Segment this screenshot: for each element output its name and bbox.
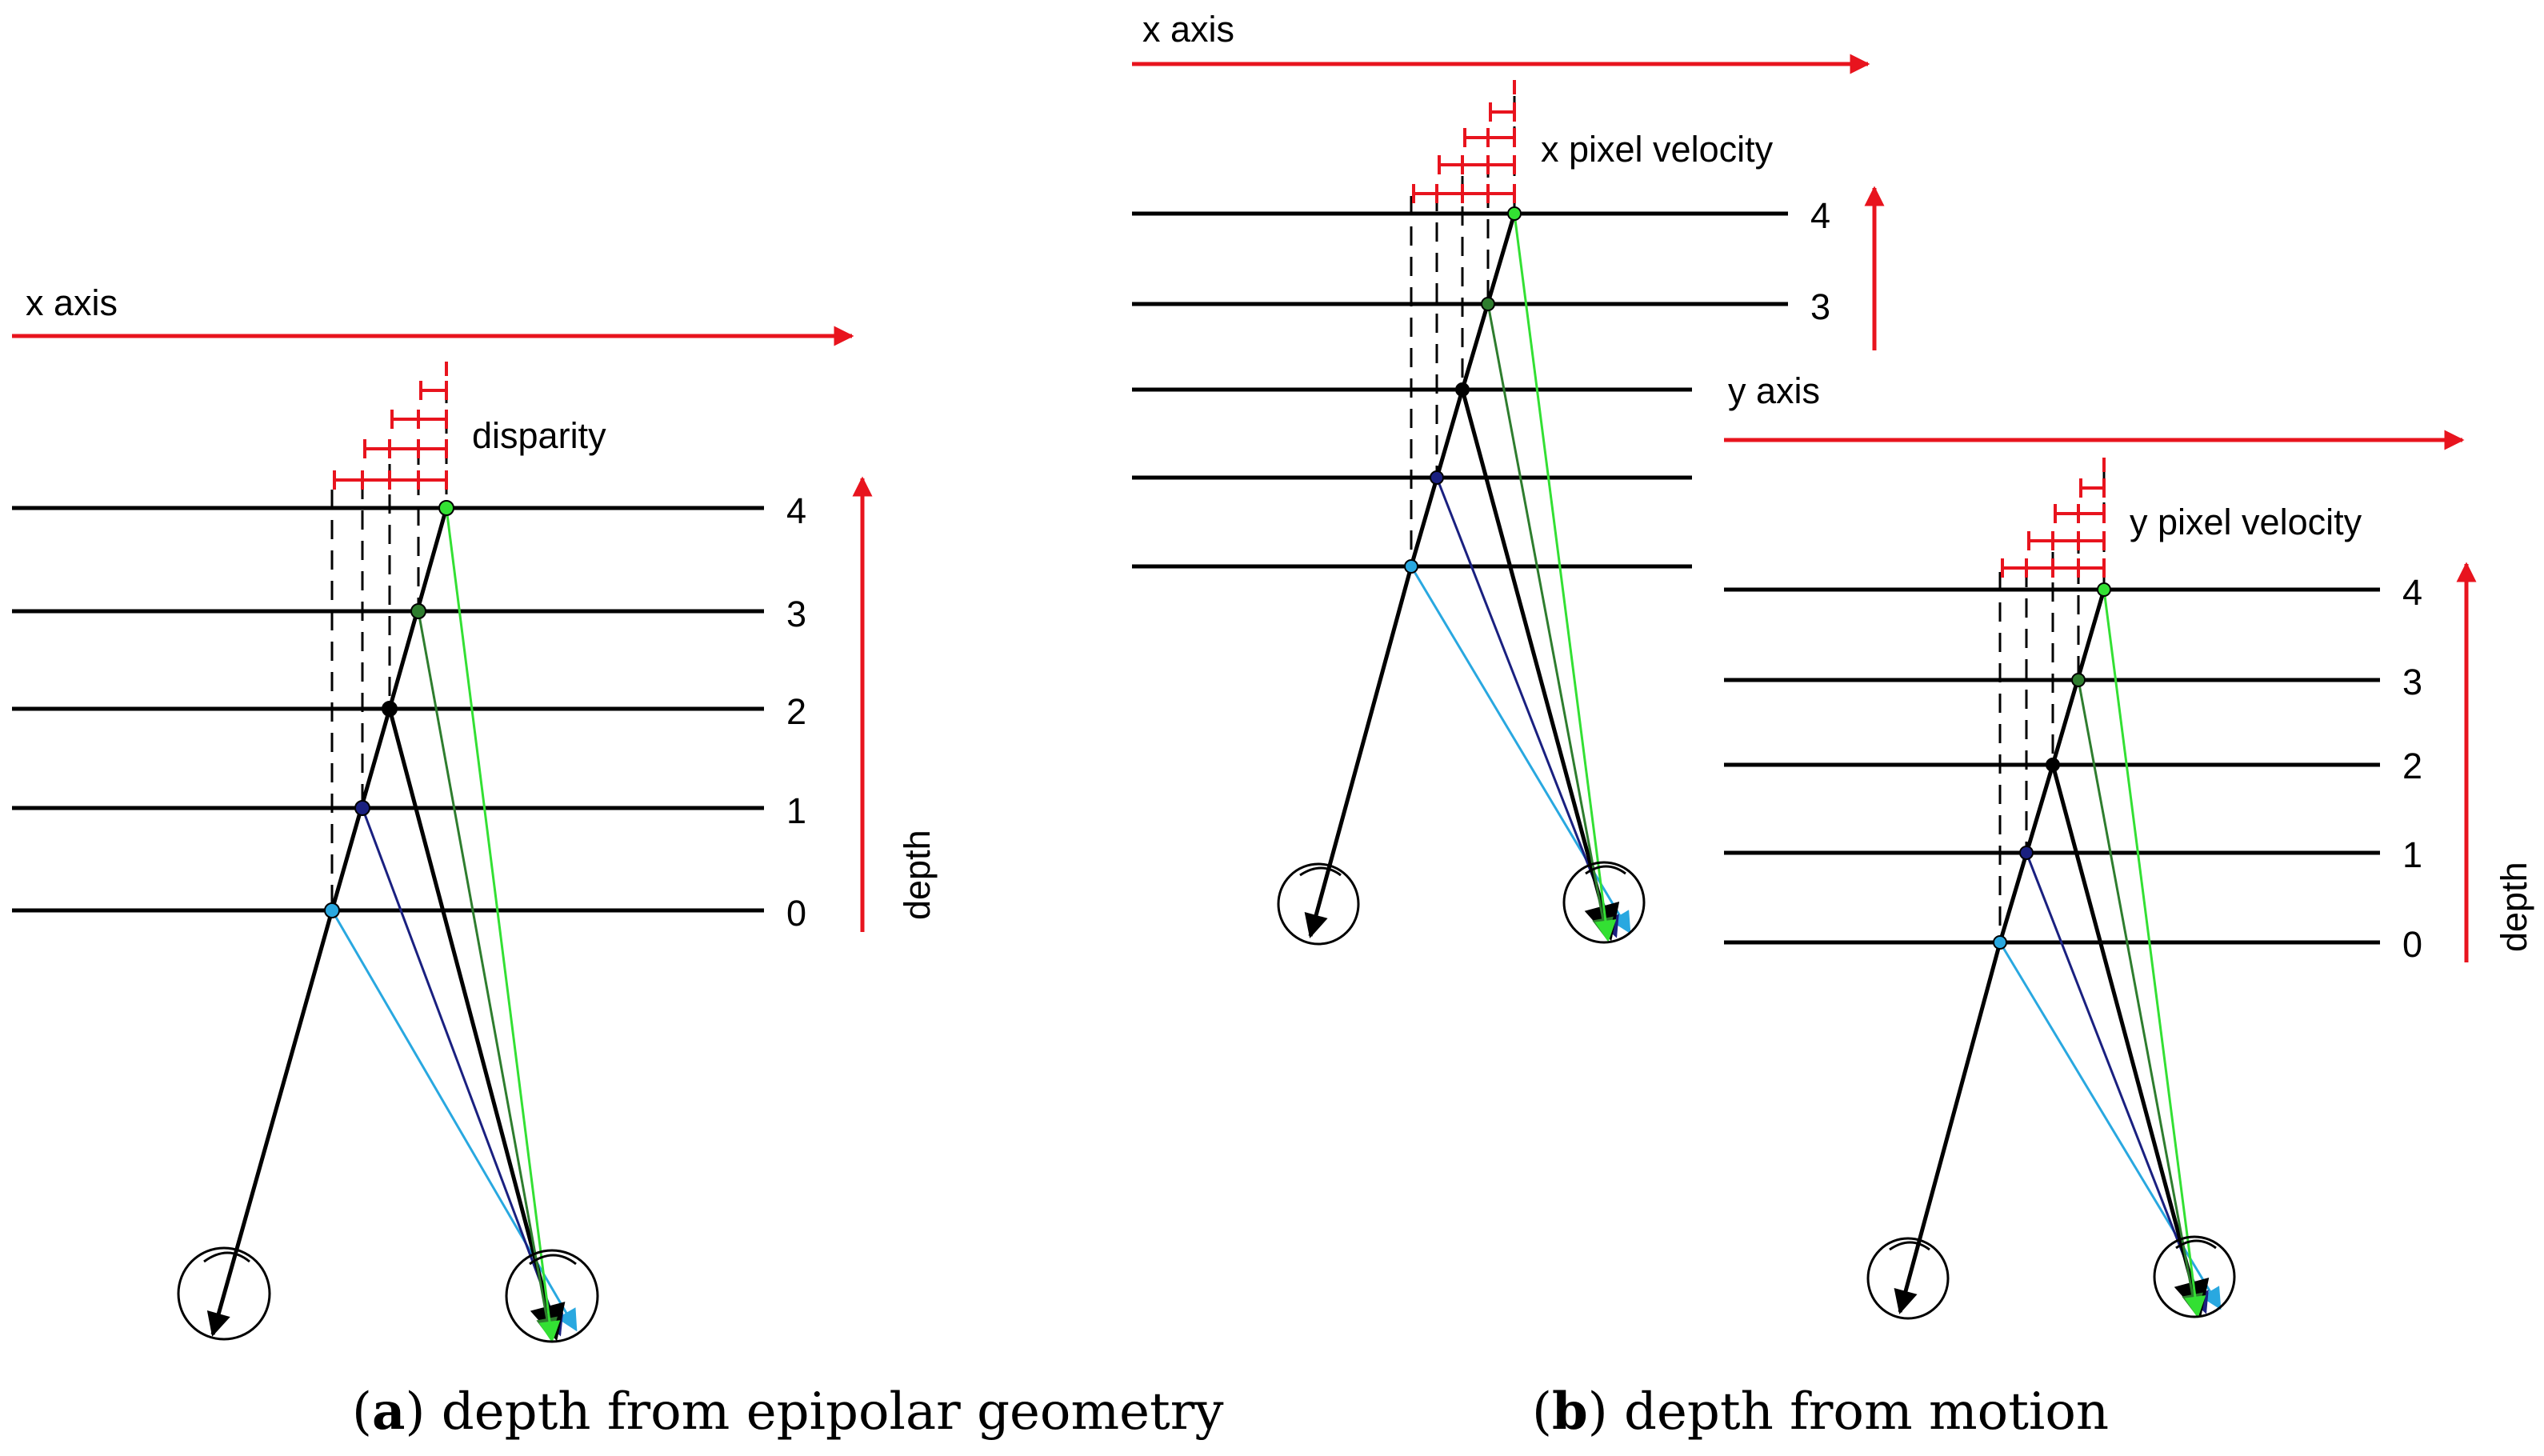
caption-letter: a bbox=[372, 1382, 405, 1442]
depth-level-label: 2 bbox=[2402, 746, 2422, 786]
point-depth-0 bbox=[324, 902, 340, 918]
caption-text: depth from motion bbox=[1624, 1382, 2109, 1442]
depth-level-label: 3 bbox=[1810, 286, 1830, 327]
depth-level-label: 3 bbox=[786, 594, 806, 634]
x-pixel-velocity-label: x pixel velocity bbox=[1541, 129, 1774, 170]
depth-label: depth bbox=[2494, 862, 2534, 952]
y-axis-label: y axis bbox=[1728, 370, 1820, 411]
depth-points-x bbox=[1404, 206, 1522, 574]
depth-lines bbox=[12, 506, 764, 913]
point-depth-1 bbox=[354, 800, 370, 816]
depth-level-label: 4 bbox=[786, 490, 806, 531]
depth-level-label: 1 bbox=[2402, 834, 2422, 875]
depth-level-label: 0 bbox=[786, 893, 806, 934]
x-axis-label: x axis bbox=[1142, 9, 1234, 50]
depth-level-label: 4 bbox=[2402, 572, 2422, 613]
left-eye-ray bbox=[206, 507, 449, 1337]
depth-level-label: 0 bbox=[2402, 924, 2422, 965]
left-eye-icon bbox=[177, 1246, 271, 1341]
depth-level-label: 2 bbox=[786, 691, 806, 732]
y-velocity-brackets bbox=[2001, 458, 2106, 578]
disparity-label: disparity bbox=[472, 415, 606, 456]
point-depth-3 bbox=[410, 603, 426, 619]
rays-to-right-eye bbox=[330, 507, 578, 1343]
point-depth-2 bbox=[382, 701, 398, 717]
depth-level-label: 1 bbox=[786, 790, 806, 831]
caption-text: depth from epipolar geometry bbox=[442, 1382, 1224, 1442]
x-axis-label: x axis bbox=[26, 282, 118, 323]
depth-points bbox=[324, 500, 454, 918]
x-velocity-brackets bbox=[1412, 80, 1516, 203]
right-eye-icon bbox=[2153, 1235, 2236, 1318]
left-eye-ray-y bbox=[1894, 589, 2106, 1314]
left-eye-icon bbox=[1277, 862, 1360, 946]
rays-to-right-eye-x bbox=[1410, 213, 1631, 942]
depth-level-label: 3 bbox=[2402, 662, 2422, 702]
y-pixel-velocity-label: y pixel velocity bbox=[2130, 502, 2362, 542]
projection-dashes bbox=[330, 384, 448, 910]
right-eye-icon bbox=[1562, 861, 1646, 944]
rays-to-right-eye-y bbox=[1998, 589, 2222, 1318]
depth-label: depth bbox=[897, 830, 938, 920]
caption-letter: b bbox=[1552, 1382, 1588, 1442]
point-depth-4 bbox=[438, 500, 454, 516]
caption-b: (b) depth from motion bbox=[1532, 1382, 2109, 1442]
depth-points-y bbox=[1993, 582, 2111, 950]
caption-a: (a) depth from epipolar geometry bbox=[352, 1382, 1223, 1442]
disparity-brackets bbox=[333, 362, 448, 490]
left-eye-icon bbox=[1866, 1237, 1950, 1320]
right-eye-icon bbox=[505, 1249, 599, 1343]
panel-b: x axis 4 3 x pixel velocity bbox=[1132, 9, 2534, 1442]
depth-level-label: 4 bbox=[1810, 195, 1830, 236]
panel-a: x axis 4 3 2 1 0 depth bbox=[12, 282, 1223, 1442]
